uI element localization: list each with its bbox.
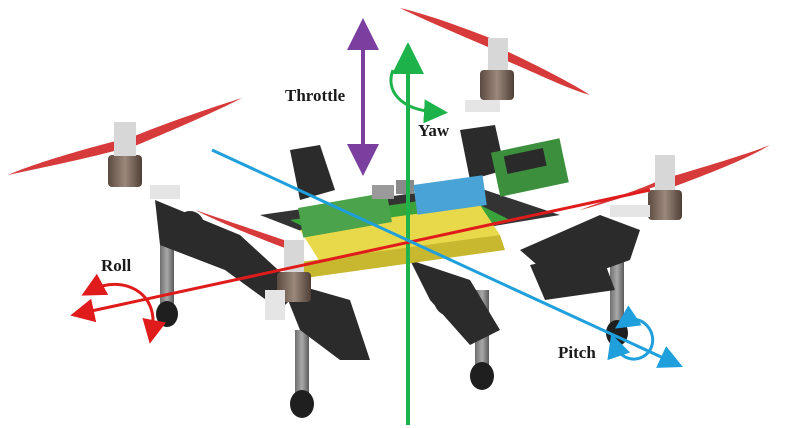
roll-label: Roll [101,256,132,275]
propeller-icon [8,8,770,248]
yaw-label: Yaw [418,121,450,140]
pitch-rotation-arrow [607,305,655,361]
roll-axis-line [70,188,651,323]
throttle-label: Throttle [285,86,346,105]
circuit-board-icon [298,138,569,238]
yaw-rotation-arrow [389,69,448,124]
motor-icon [108,38,682,320]
roll-rotation-arrow [81,273,167,344]
pitch-label: Pitch [558,343,596,362]
pitch-axis-line [211,148,683,368]
